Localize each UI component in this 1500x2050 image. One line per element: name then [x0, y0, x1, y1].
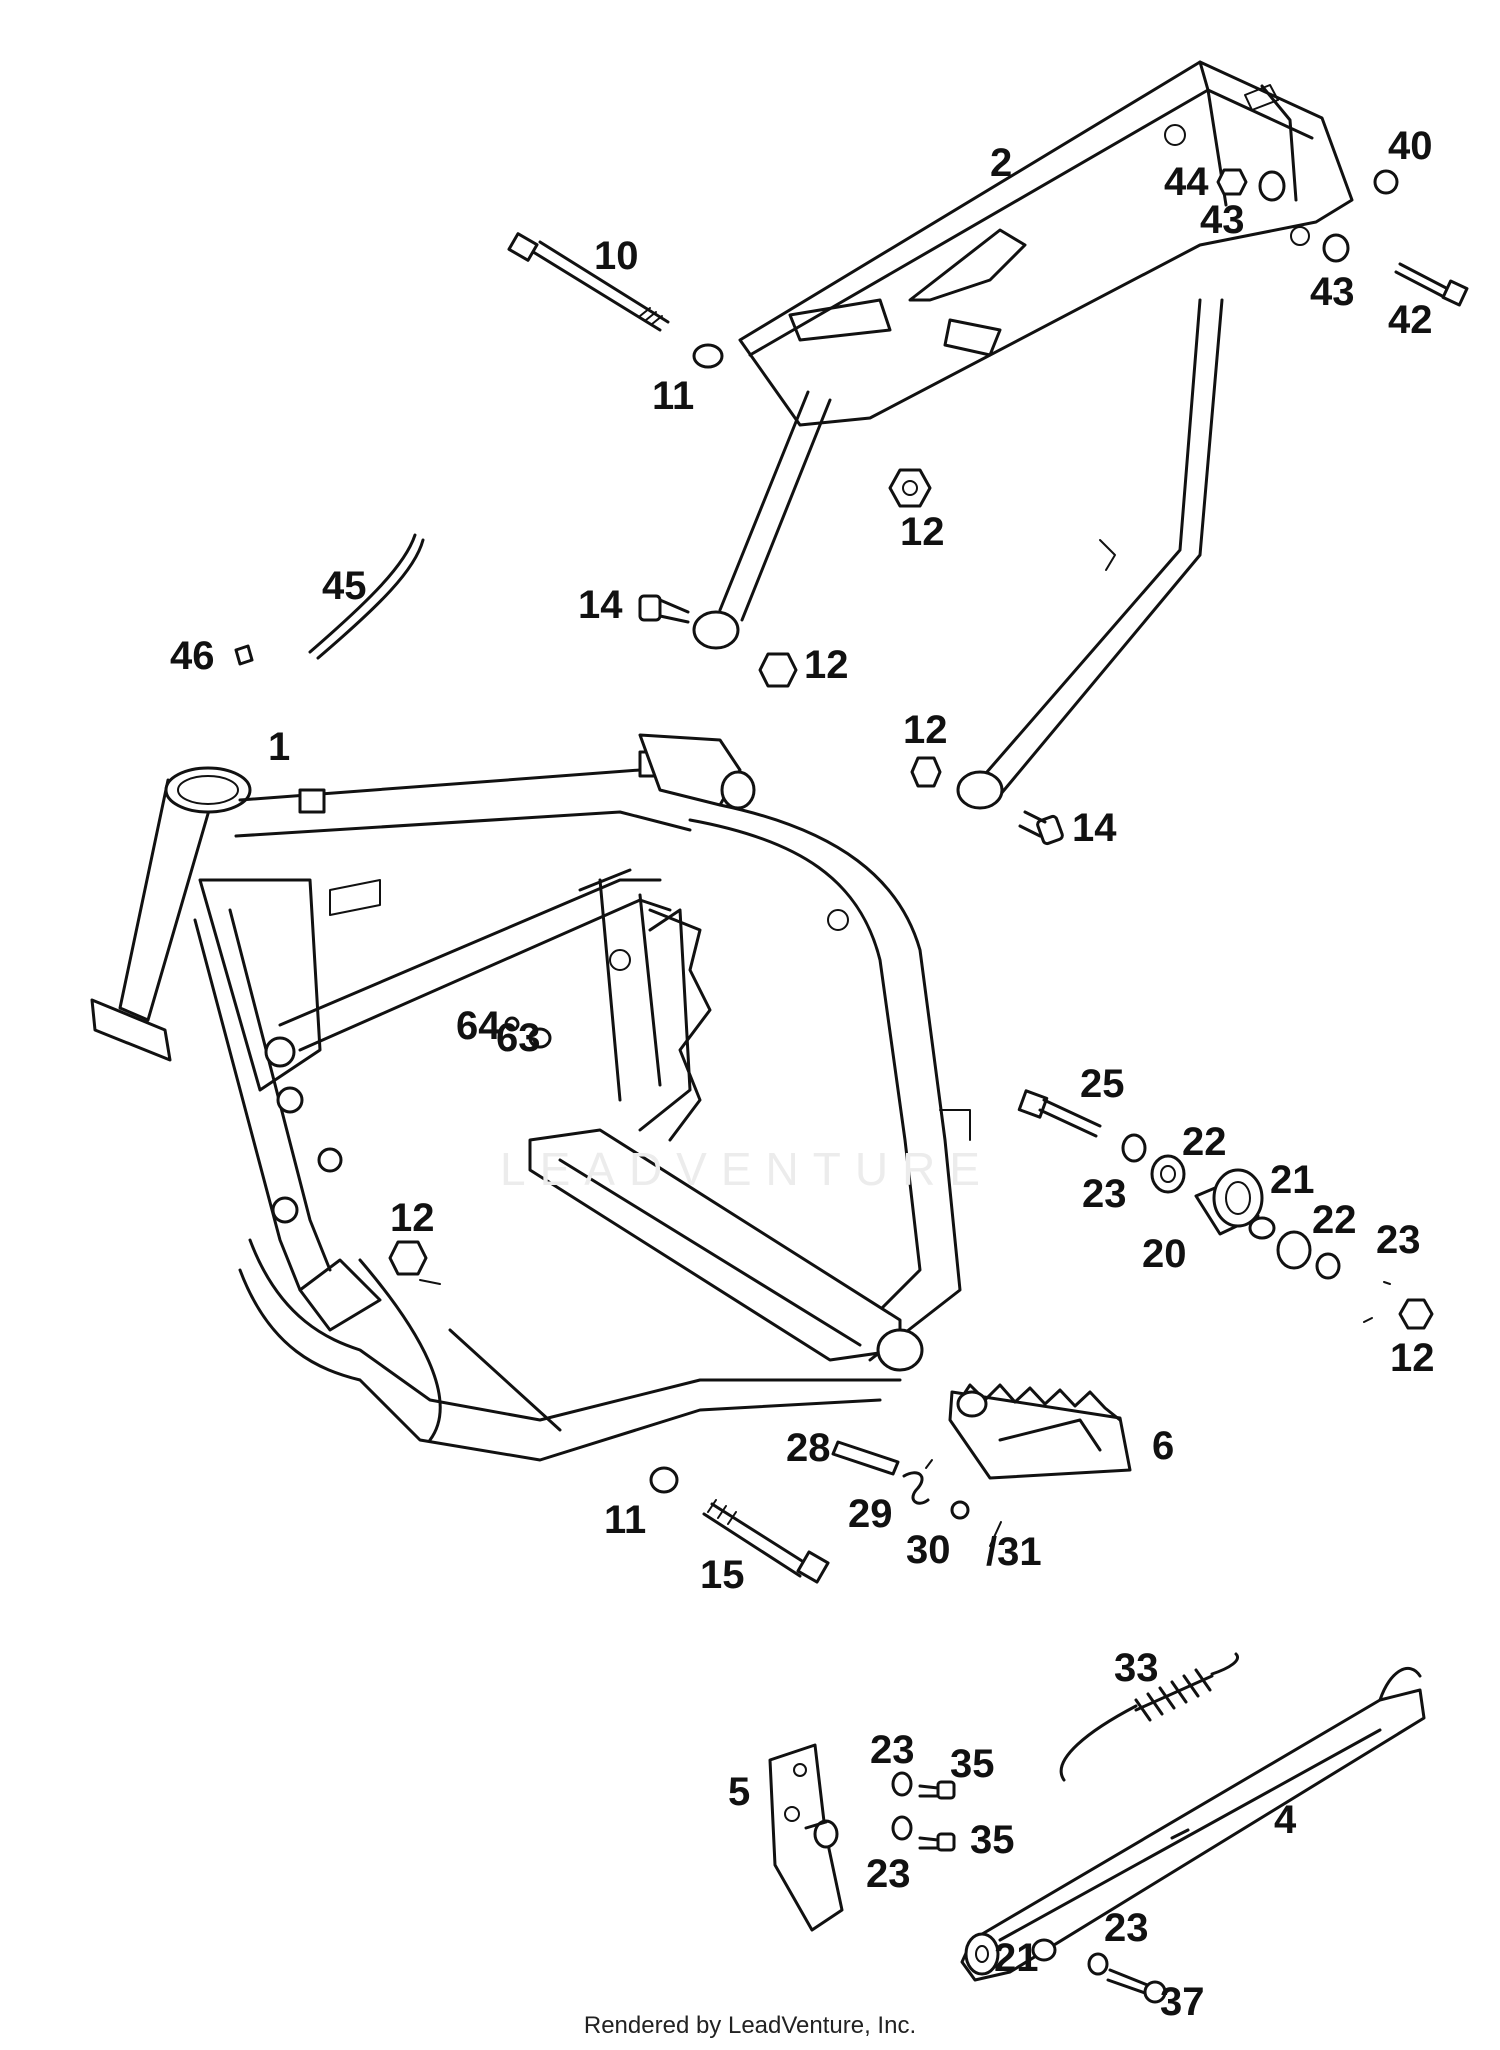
callout-14-upper: 14 — [578, 583, 623, 627]
callout-14-lower: 14 — [1072, 806, 1117, 850]
callout-6: 6 — [1152, 1424, 1175, 1468]
callout-31: /31 — [986, 1530, 1042, 1574]
watermark: LEADVENTURE — [500, 1143, 994, 1195]
callout-21-bushing: 21 — [1270, 1158, 1315, 1202]
callout-29: 29 — [848, 1492, 893, 1536]
callout-63: 63 — [496, 1016, 541, 1060]
callout-23-bushing-left: 23 — [1082, 1172, 1127, 1216]
footpeg-drawing — [831, 1383, 1132, 1520]
callout-23-bracket-upper: 23 — [870, 1728, 915, 1772]
callout-4: 4 — [1274, 1798, 1297, 1842]
callout-11-lower: 11 — [604, 1498, 647, 1542]
callout-45: 45 — [322, 564, 367, 608]
callout-30: 30 — [906, 1528, 951, 1572]
callout-2: 2 — [990, 141, 1013, 185]
callout-20: 20 — [1142, 1232, 1187, 1276]
callout-42: 42 — [1388, 298, 1433, 342]
callout-23-bracket-lower: 23 — [866, 1852, 911, 1896]
callout-12-mid: 12 — [804, 643, 849, 687]
callout-44: 44 — [1164, 160, 1209, 204]
callout-37: 37 — [1160, 1980, 1205, 2024]
main-frame-drawing — [90, 733, 971, 1462]
callout-28: 28 — [786, 1426, 831, 1470]
callout-11-upper: 11 — [652, 374, 695, 418]
callout-40: 40 — [1388, 124, 1433, 168]
callout-15: 15 — [700, 1553, 745, 1597]
callout-64: 64 — [456, 1004, 501, 1048]
callout-1: 1 — [268, 725, 291, 769]
callout-35-lower: 35 — [970, 1818, 1015, 1862]
callout-22-right: 22 — [1312, 1198, 1357, 1242]
callout-25: 25 — [1080, 1062, 1125, 1106]
callout-12-bushing: 12 — [1390, 1336, 1435, 1380]
callout-5: 5 — [728, 1770, 751, 1814]
callout-21-stand: 21 — [994, 1936, 1039, 1980]
subframe-drawing — [692, 60, 1354, 810]
footer-credit: Rendered by LeadVenture, Inc. — [583, 2012, 917, 2039]
callout-12-frame: 12 — [390, 1196, 435, 1240]
callout-12-subframe: 12 — [900, 510, 945, 554]
callout-23-stand: 23 — [1104, 1906, 1149, 1950]
subframe-hardware — [234, 168, 1469, 846]
stand-bracket-drawing — [768, 1743, 956, 1932]
callout-43-upper: 43 — [1200, 198, 1245, 242]
callout-23-bushing-right: 23 — [1376, 1218, 1421, 1262]
callout-10: 10 — [594, 234, 639, 278]
callout-35-upper: 35 — [950, 1742, 995, 1786]
callout-12-right: 12 — [903, 708, 948, 752]
callout-43-lower: 43 — [1310, 270, 1355, 314]
callout-33: 33 — [1114, 1646, 1159, 1690]
side-stand-drawing — [960, 1652, 1426, 2004]
callout-22-left: 22 — [1182, 1120, 1227, 1164]
bushing-stack-drawing — [1017, 1089, 1434, 1330]
bolt-15-drawing — [649, 1466, 830, 1584]
callout-46: 46 — [170, 634, 215, 678]
leader-31 — [989, 1521, 1002, 1547]
